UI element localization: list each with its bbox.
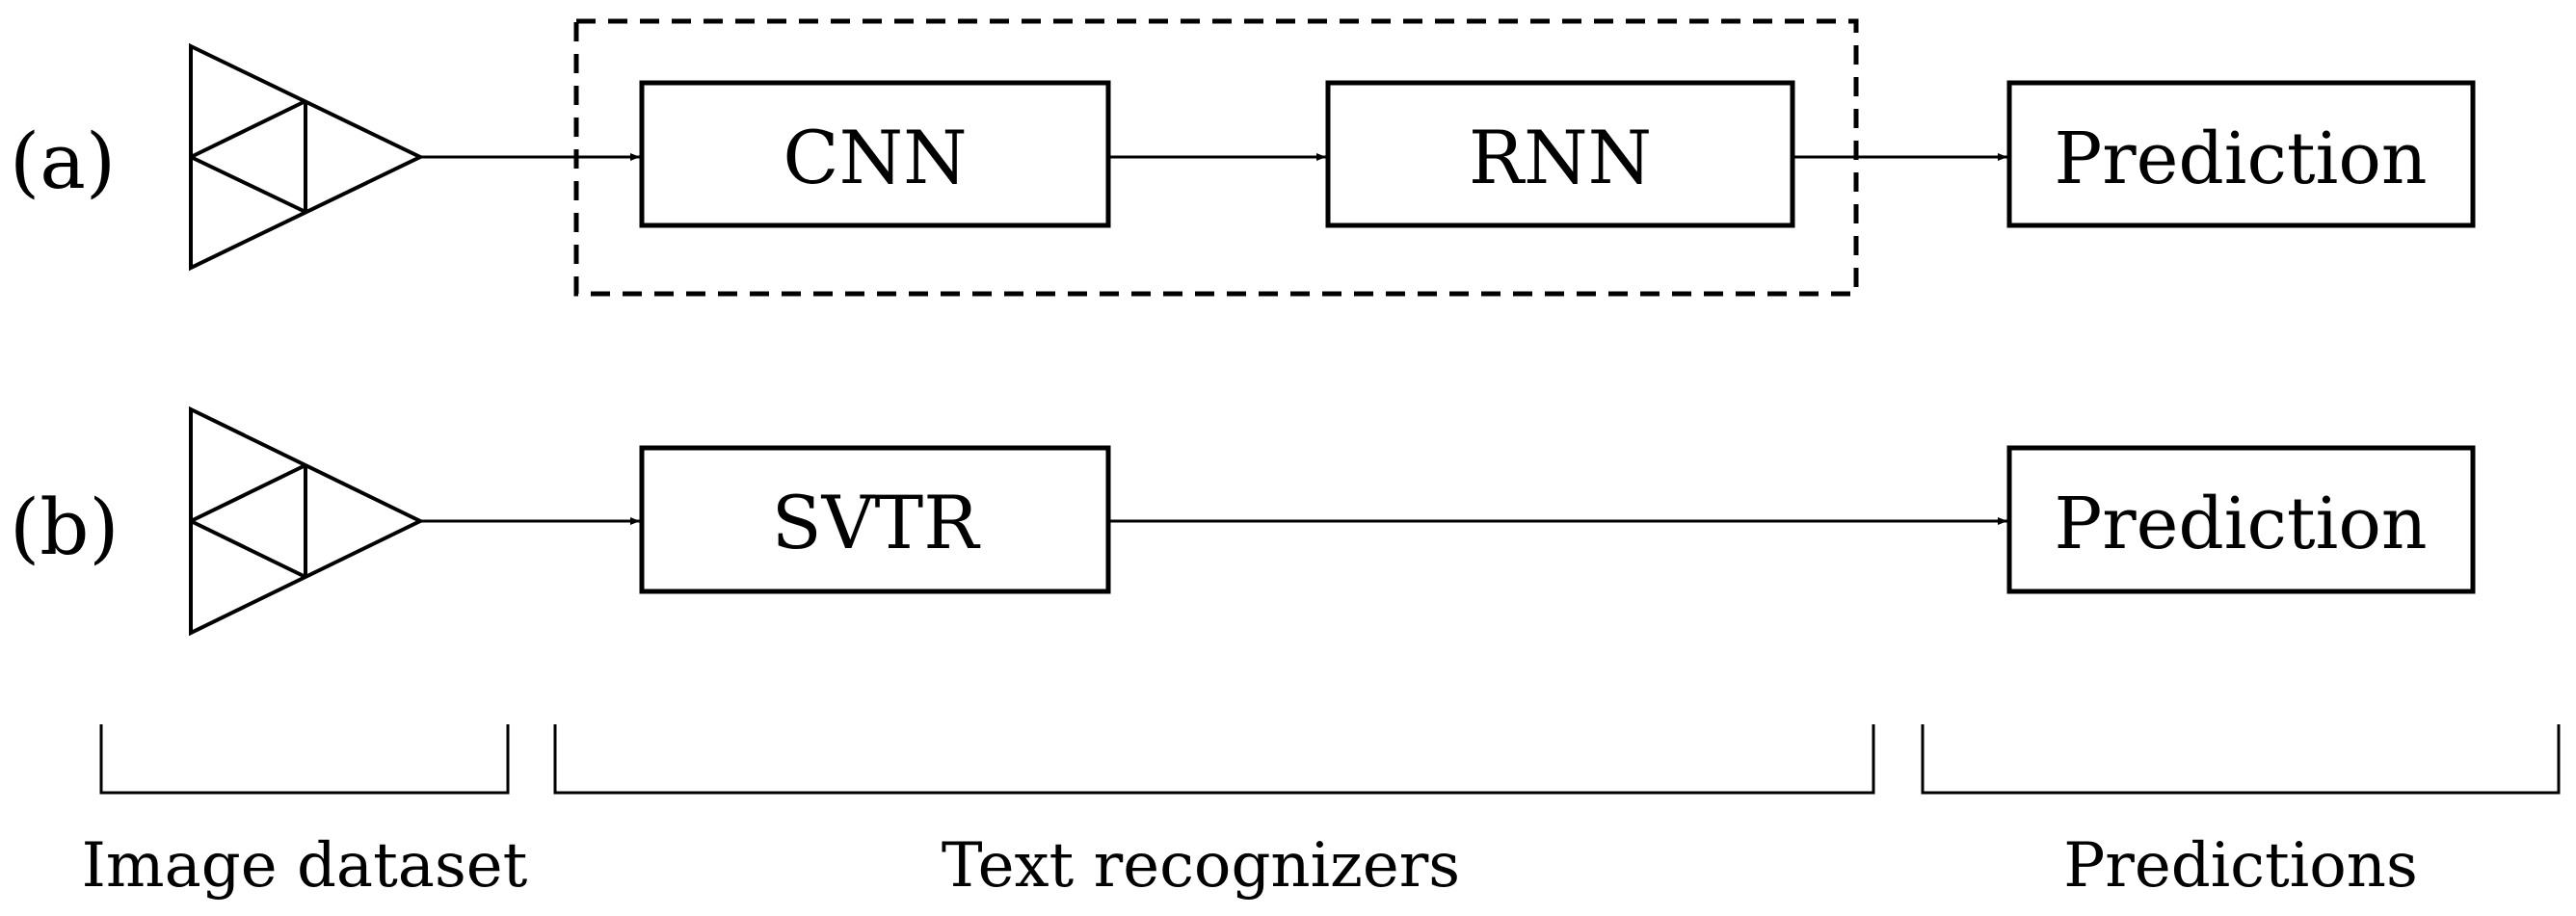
dataset-pyramid-icon (189, 42, 425, 272)
cnn-block-label: CNN (783, 115, 967, 200)
rnn-block-label: RNN (1469, 115, 1652, 200)
svtr-block-label: SVTR (772, 480, 982, 565)
row-a: (a) CNN RNN Prediction (10, 18, 2476, 297)
row-a-label: (a) (10, 117, 116, 206)
svtr-block: SVTR (639, 445, 1111, 594)
prediction-block-b: Prediction (2006, 445, 2476, 594)
prediction-b-label: Prediction (2054, 483, 2427, 565)
row-b-label: (b) (10, 483, 120, 572)
row-b: (b) SVTR Prediction (10, 406, 2476, 637)
predictions-caption: Predictions (2063, 830, 2418, 902)
text-recognizers-caption: Text recognizers (942, 830, 1460, 902)
predictions-bracket (1921, 724, 2561, 795)
text-recognizers-bracket (553, 724, 1875, 795)
rnn-block: RNN (1325, 80, 1795, 228)
prediction-block-a: Prediction (2006, 80, 2476, 228)
image-dataset-bracket (99, 724, 510, 795)
image-dataset-caption: Image dataset (82, 830, 528, 902)
cnn-block: CNN (639, 80, 1111, 228)
prediction-a-label: Prediction (2054, 118, 2427, 200)
dataset-pyramid-icon (189, 406, 425, 637)
